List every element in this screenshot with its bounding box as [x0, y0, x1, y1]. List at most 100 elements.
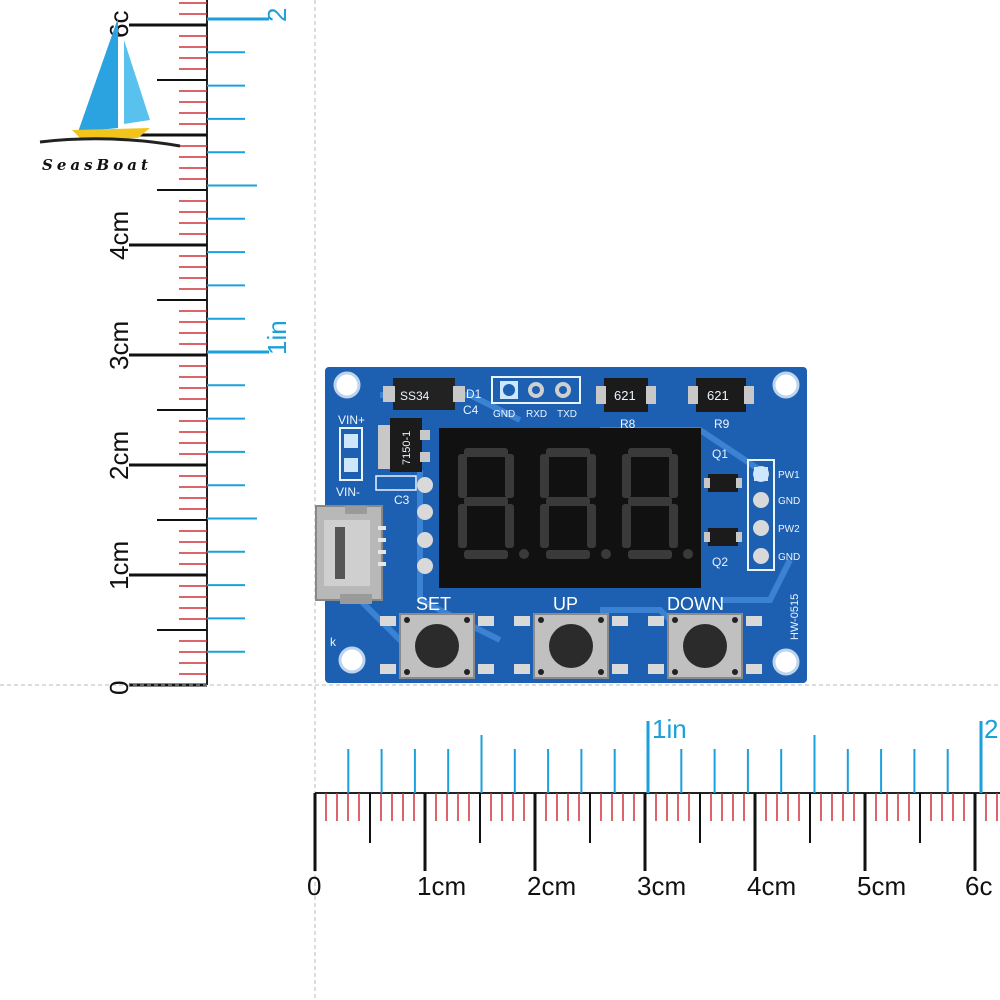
transistor-q1	[704, 474, 742, 492]
header-power: VIN+ VIN-	[336, 413, 365, 499]
display-segment	[505, 454, 514, 498]
r8-marking: 621	[614, 388, 636, 403]
seasboat-logo: SeasBoat	[39, 18, 181, 174]
display-segment	[669, 504, 678, 548]
model-label: HW-0515	[789, 594, 801, 640]
vertical-cm-ticks	[129, 2, 207, 687]
display-segment	[464, 448, 508, 457]
mounting-hole-br	[772, 648, 800, 676]
header-pwm: PW1 GND PW2 GND	[747, 459, 800, 571]
label-d1: D1	[466, 387, 482, 401]
h-label-0cm: 0	[307, 871, 321, 901]
mounting-hole-tl	[333, 371, 361, 399]
cap-c3-outline	[375, 475, 417, 491]
label-set: SET	[416, 594, 451, 614]
h-label-3cm: 3cm	[637, 871, 686, 901]
h-label-6cm: 6c	[965, 871, 992, 901]
display-decimal-point	[601, 549, 611, 559]
display-segment	[546, 497, 590, 506]
label-k: k	[330, 635, 337, 649]
label-r9: R9	[714, 417, 730, 431]
pcb-board: SS34 D1 C4 GND RXD TXD 621 R8	[315, 367, 807, 683]
display-segment	[669, 454, 678, 498]
pwm-label-pw1: PW1	[778, 470, 800, 481]
label-c3: C3	[394, 493, 410, 507]
display-segment	[505, 504, 514, 548]
diode-d1: SS34 D1	[383, 378, 482, 410]
mounting-hole-bl	[338, 646, 366, 674]
logo-sail-left	[78, 18, 118, 132]
logo-sail-right	[124, 40, 150, 124]
transistor-q2	[704, 528, 742, 546]
label-q2: Q2	[712, 555, 728, 569]
regulator-marking: 7150-1	[401, 431, 413, 465]
v-label-2cm: 2cm	[104, 431, 134, 480]
display-segment	[464, 497, 508, 506]
label-down: DOWN	[667, 594, 724, 614]
v-label-1in: 1in	[262, 320, 292, 355]
display-segment	[587, 504, 596, 548]
vertical-inch-ticks	[207, 17, 269, 653]
display-segment	[622, 454, 631, 498]
micro-usb-port[interactable]	[315, 505, 386, 604]
display-segment	[622, 504, 631, 548]
display-segment	[587, 454, 596, 498]
h-label-4cm: 4cm	[747, 871, 796, 901]
display-segment	[546, 550, 590, 559]
logo-text: SeasBoat	[42, 156, 152, 174]
pwm-label-gnd1: GND	[778, 496, 800, 507]
v-label-0cm: 0	[104, 681, 134, 695]
display-segment	[628, 497, 672, 506]
regulator: 7150-1	[378, 418, 430, 472]
v-label-4cm: 4cm	[104, 211, 134, 260]
display-segment	[628, 550, 672, 559]
horizontal-inch-ticks	[347, 721, 983, 793]
display-segment	[458, 454, 467, 498]
left-vias	[417, 477, 433, 574]
seven-segment-display	[439, 428, 701, 588]
header-label-rxd: RXD	[526, 409, 547, 420]
display-decimal-point	[683, 549, 693, 559]
h-label-2cm: 2cm	[527, 871, 576, 901]
header-label-gnd: GND	[493, 409, 515, 420]
label-vin-plus: VIN+	[338, 413, 365, 427]
logo-wave	[39, 137, 181, 148]
v-label-6cm: 6c	[104, 11, 134, 38]
h-label-1in: 1in	[652, 714, 687, 744]
display-segment	[464, 550, 508, 559]
h-label-1cm: 1cm	[417, 871, 466, 901]
mounting-hole-tr	[772, 371, 800, 399]
horizontal-cm-ticks	[313, 793, 998, 871]
resistor-r8: 621 R8	[596, 378, 656, 431]
diode-marking: SS34	[400, 389, 430, 403]
header-label-txd: TXD	[557, 409, 577, 420]
h-label-2in: 2	[984, 714, 998, 744]
display-digits	[458, 448, 693, 559]
h-label-5cm: 5cm	[857, 871, 906, 901]
v-label-2in: 2	[262, 8, 292, 22]
up-button[interactable]	[514, 613, 628, 679]
label-up: UP	[553, 594, 578, 614]
display-segment	[546, 448, 590, 457]
resistor-r9: 621 R9	[688, 378, 754, 431]
label-c4: C4	[463, 403, 479, 417]
logo-hull	[72, 128, 150, 140]
set-button[interactable]	[380, 613, 494, 679]
r9-marking: 621	[707, 388, 729, 403]
display-segment	[628, 448, 672, 457]
display-decimal-point	[519, 549, 529, 559]
display-segment	[540, 504, 549, 548]
header-uart: GND RXD TXD	[491, 376, 581, 420]
display-segment	[540, 454, 549, 498]
display-segment	[458, 504, 467, 548]
horizontal-ruler: 0 1cm 2cm 3cm 4cm 5cm 6c 1in 2	[307, 714, 1000, 901]
pwm-label-pw2: PW2	[778, 524, 800, 535]
pwm-label-gnd2: GND	[778, 552, 800, 563]
v-label-1cm: 1cm	[104, 541, 134, 590]
label-vin-minus: VIN-	[336, 485, 360, 499]
label-r8: R8	[620, 417, 636, 431]
label-q1: Q1	[712, 447, 728, 461]
down-button[interactable]	[648, 613, 762, 679]
v-label-3cm: 3cm	[104, 321, 134, 370]
